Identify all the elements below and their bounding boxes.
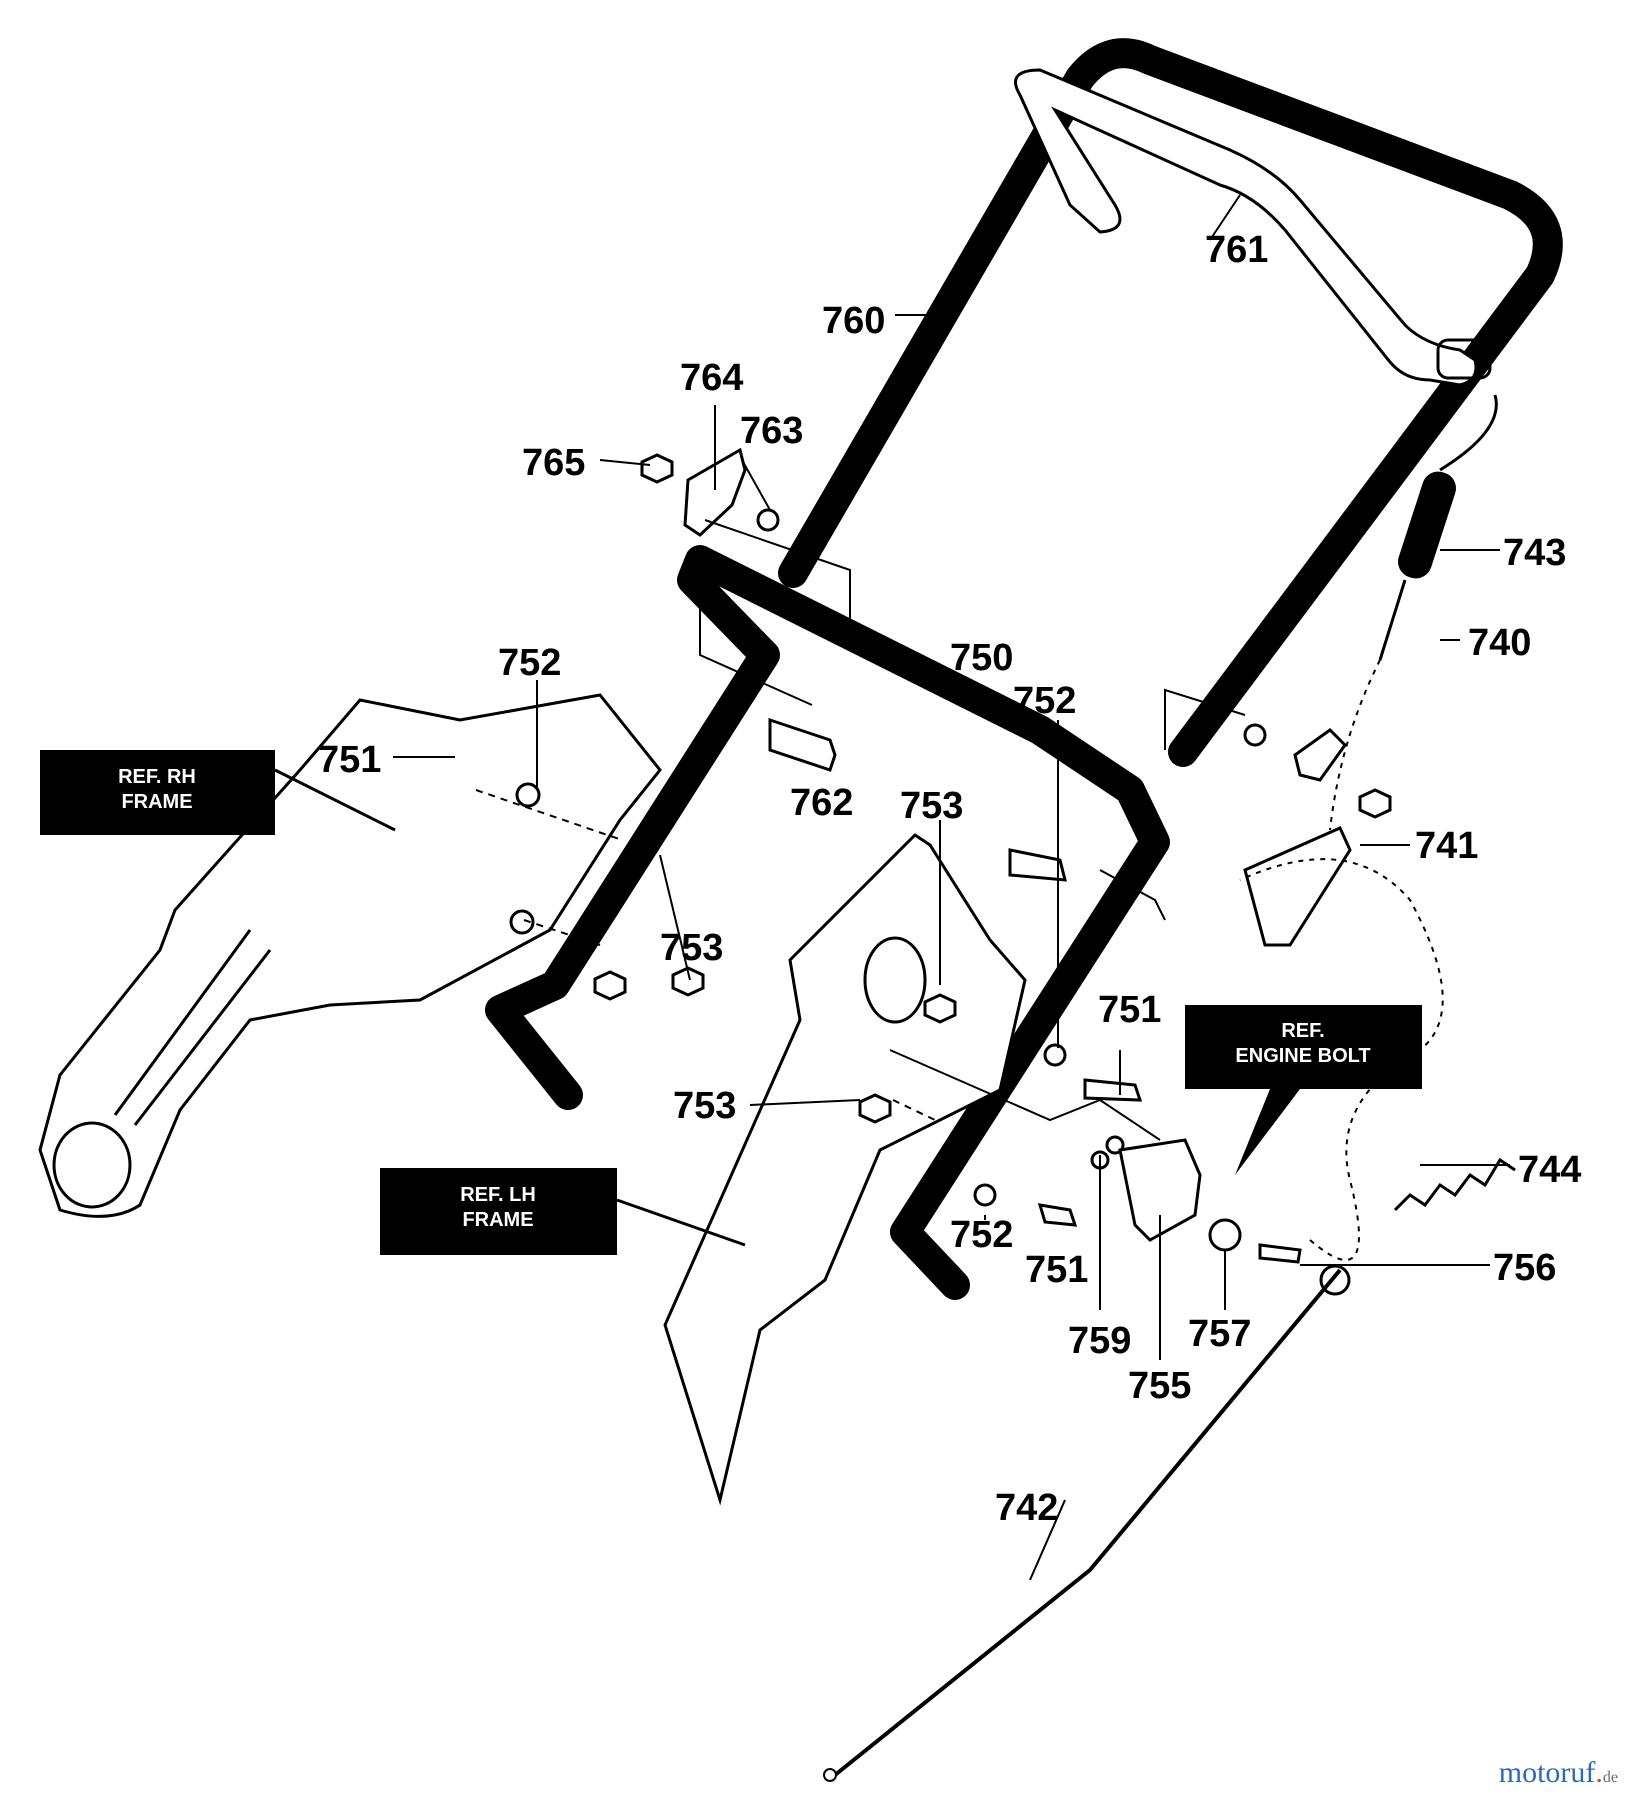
part-labels: 761 760 764 763 765 743 740 750 752 752 … bbox=[318, 229, 1581, 1529]
spring-744 bbox=[1393, 1157, 1516, 1212]
label-755: 755 bbox=[1128, 1365, 1191, 1407]
label-759: 759 bbox=[1068, 1320, 1131, 1362]
svg-text:REF. RH: REF. RH bbox=[118, 766, 196, 788]
cable-740 bbox=[1378, 394, 1498, 661]
upper-handle bbox=[778, 38, 1563, 767]
cable-bracket-755 bbox=[1118, 1138, 1202, 1242]
label-763: 763 bbox=[740, 410, 803, 452]
ref-lh-frame-callout: REF. LH FRAME bbox=[380, 1168, 746, 1255]
svg-text:REF.: REF. bbox=[1281, 1020, 1324, 1042]
label-753b: 753 bbox=[660, 927, 723, 969]
cable-742 bbox=[833, 1268, 1342, 1777]
label-761: 761 bbox=[1205, 229, 1268, 271]
label-752b: 752 bbox=[1013, 680, 1076, 722]
label-751b: 751 bbox=[1098, 989, 1161, 1031]
svg-text:REF. LH: REF. LH bbox=[460, 1184, 536, 1206]
label-742: 742 bbox=[995, 1487, 1058, 1529]
label-743: 743 bbox=[1503, 532, 1566, 574]
label-762: 762 bbox=[790, 782, 853, 824]
label-741: 741 bbox=[1415, 825, 1478, 867]
label-757: 757 bbox=[1188, 1313, 1251, 1355]
leader-lines bbox=[393, 194, 1510, 1581]
label-750: 750 bbox=[950, 637, 1013, 679]
label-760: 760 bbox=[822, 300, 885, 342]
label-752a: 752 bbox=[498, 642, 561, 684]
hardware bbox=[509, 447, 1392, 1296]
label-740: 740 bbox=[1468, 622, 1531, 664]
cable-grip-743 bbox=[1397, 471, 1457, 579]
svg-text:FRAME: FRAME bbox=[121, 791, 192, 813]
ref-engine-bolt-callout: REF. ENGINE BOLT bbox=[1185, 1005, 1422, 1175]
cable-bracket-741 bbox=[1243, 826, 1352, 947]
label-752c: 752 bbox=[950, 1214, 1013, 1256]
control-bail bbox=[1014, 68, 1478, 387]
label-753c: 753 bbox=[673, 1085, 736, 1127]
assembly-lines bbox=[475, 519, 1246, 1141]
rh-frame bbox=[38, 693, 662, 1218]
svg-text:ENGINE BOLT: ENGINE BOLT bbox=[1235, 1045, 1370, 1067]
watermark: motoruf.de bbox=[1498, 1756, 1618, 1789]
label-753a: 753 bbox=[900, 785, 963, 827]
label-744: 744 bbox=[1518, 1149, 1581, 1191]
label-756: 756 bbox=[1493, 1247, 1556, 1289]
label-765: 765 bbox=[522, 442, 585, 484]
label-751a: 751 bbox=[318, 739, 381, 781]
label-764: 764 bbox=[680, 357, 743, 399]
label-751c: 751 bbox=[1025, 1249, 1088, 1291]
svg-text:FRAME: FRAME bbox=[462, 1209, 533, 1231]
ref-rh-frame-callout: REF. RH FRAME bbox=[40, 750, 396, 835]
